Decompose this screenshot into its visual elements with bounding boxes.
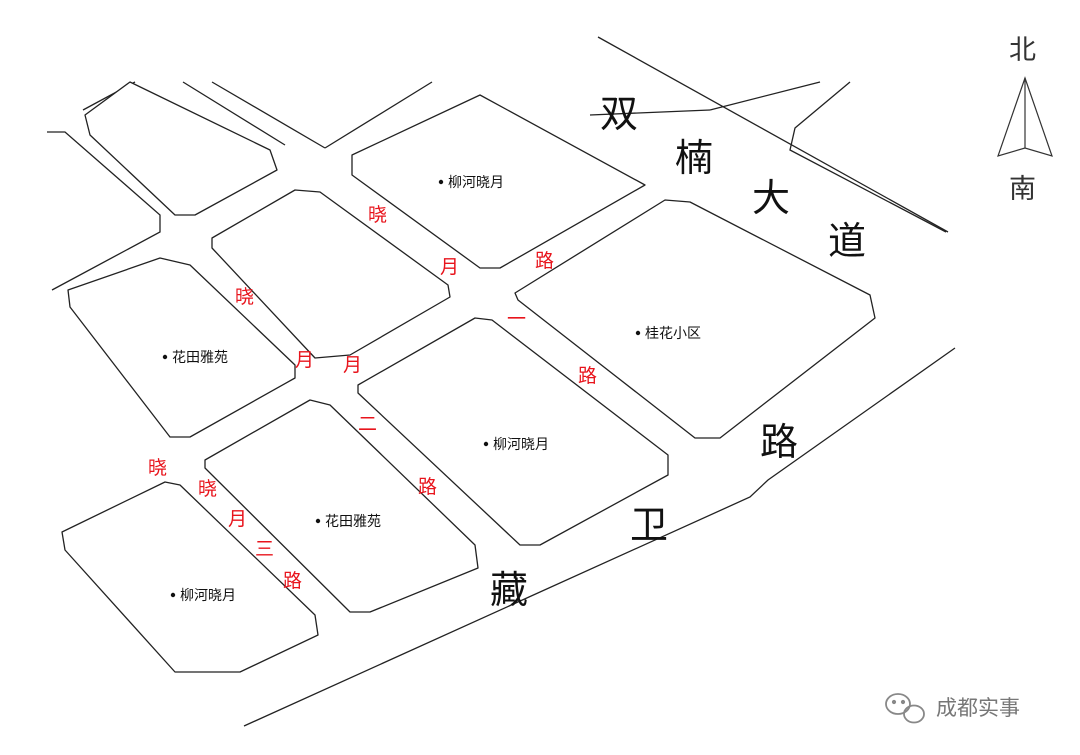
place-dot — [170, 592, 176, 598]
place-label: 柳河晓月 — [448, 174, 504, 191]
road-char: 晓 — [368, 204, 387, 226]
road-char: 路 — [418, 476, 437, 498]
place-label: 桂花小区 — [645, 326, 701, 342]
place-dot — [162, 354, 168, 360]
road-char: 楠 — [675, 136, 713, 180]
road-label-xiaoyue-yi: 晓 月 路 一 路 — [368, 204, 597, 387]
road-char: 三 — [255, 538, 274, 560]
block-huatian-south — [204, 399, 479, 613]
place-marker: 桂花小区 — [635, 326, 701, 342]
place-label: 花田雅苑 — [172, 350, 228, 366]
road-char: 月 — [295, 349, 314, 371]
road-char: 路 — [578, 365, 597, 387]
place-label: 柳河晓月 — [180, 587, 236, 604]
place-marker: 柳河晓月 — [170, 587, 236, 604]
block-liuhe-north — [351, 94, 646, 269]
place-marker: 柳河晓月 — [483, 436, 549, 453]
road-edge — [324, 81, 433, 149]
road-char: 月 — [343, 354, 362, 376]
road-char: 路 — [283, 570, 302, 592]
road-char: 月 — [440, 256, 459, 278]
compass-north-label: 北 — [1009, 35, 1036, 66]
road-char: 二 — [358, 413, 377, 435]
road-edge — [709, 81, 821, 111]
block-liuhe-center — [357, 317, 669, 546]
block-top-left — [84, 81, 278, 216]
road-edge — [597, 36, 949, 233]
road-char: 卫 — [630, 503, 668, 547]
place-label: 花田雅苑 — [325, 514, 381, 530]
block-center-upper — [211, 189, 451, 359]
road-char: 大 — [752, 176, 790, 220]
place-label: 柳河晓月 — [493, 436, 549, 453]
road-char: 晓 — [148, 457, 167, 479]
place-marker: 花田雅苑 — [162, 350, 228, 366]
compass-south-label: 南 — [1009, 174, 1036, 205]
block-huatian-west — [67, 257, 296, 438]
road-char: 晓 — [235, 286, 254, 308]
block-guihua — [514, 199, 876, 439]
place-dot — [635, 330, 641, 336]
place-marker: 花田雅苑 — [315, 514, 381, 530]
road-label-shuangnan: 双 楠 大 道 — [600, 92, 866, 263]
wechat-icon — [885, 693, 925, 724]
block-liuhe-south — [61, 481, 319, 673]
road-char: 道 — [828, 219, 866, 263]
watermark: 成都实事 — [885, 693, 1020, 724]
road-char: 路 — [535, 250, 554, 272]
compass: 北 南 — [997, 35, 1053, 205]
road-char: 藏 — [490, 568, 528, 612]
road-edge — [182, 81, 286, 146]
place-dot — [438, 179, 444, 185]
road-edge — [211, 81, 326, 149]
place-marker: 柳河晓月 — [438, 174, 504, 191]
road-edge — [243, 347, 956, 727]
road-label-xiaoyue-er: 晓 月 月 二 路 — [235, 286, 437, 498]
road-label-zangwei: 藏 卫 路 — [490, 420, 798, 612]
road-edge — [589, 109, 711, 116]
road-char: 路 — [760, 420, 798, 464]
watermark-text: 成都实事 — [936, 696, 1020, 720]
road-char: 一 — [507, 308, 526, 330]
road-char: 月 — [228, 508, 247, 530]
road-char: 双 — [600, 92, 638, 136]
road-edge — [789, 81, 947, 233]
road-label-xiaoyue-san: 晓 晓 月 三 路 — [148, 457, 302, 592]
place-dot — [315, 518, 321, 524]
road-edge — [47, 131, 161, 291]
road-char: 晓 — [198, 478, 217, 500]
place-dot — [483, 441, 489, 447]
